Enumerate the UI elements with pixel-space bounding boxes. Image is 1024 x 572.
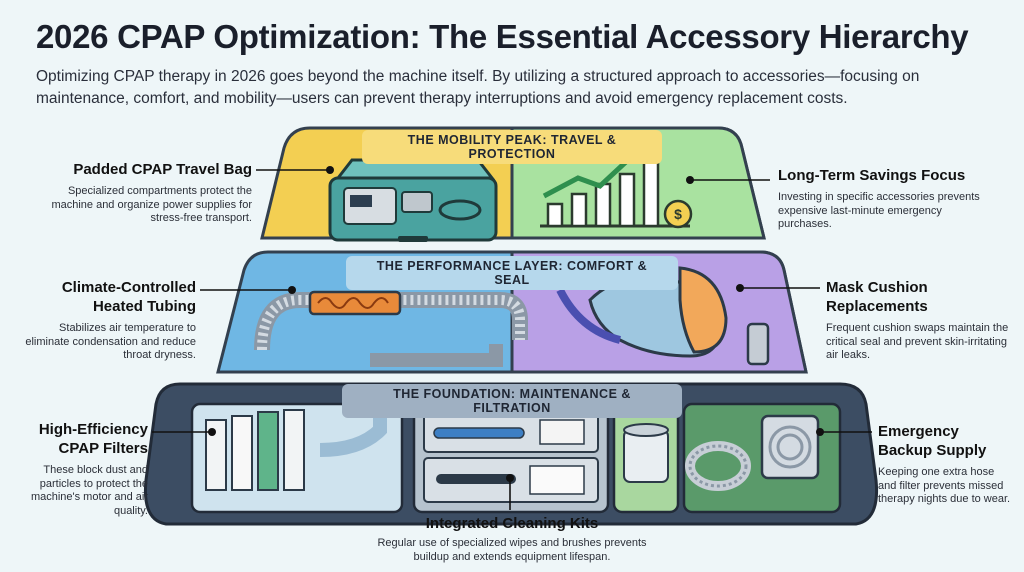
callout-travel-bag-text: Specialized compartments protect the mac… [51, 185, 252, 224]
mobility-peak-tier: $ [260, 126, 766, 242]
callout-travel-bag-title: Padded CPAP Travel Bag [73, 161, 252, 178]
callout-cushion-text: Frequent cushion swaps maintain the crit… [826, 322, 1009, 361]
filter-canister-icon [623, 423, 669, 483]
backup-hose-icon [685, 414, 820, 491]
intro-paragraph: Optimizing CPAP therapy in 2026 goes bey… [36, 68, 920, 107]
leader-lines [152, 169, 872, 510]
leader-dots [208, 166, 824, 482]
mobility-peak-label: THE MOBILITY PEAK: TRAVEL & PROTECTION [362, 130, 662, 164]
foundation-label: THE FOUNDATION: MAINTENANCE & FILTRATION [342, 384, 682, 418]
callout-backup-title: Emergency Backup Supply [878, 423, 987, 459]
callout-savings: Long-Term Savings Focus Investing in spe… [778, 166, 990, 232]
callout-tubing-title: Climate-Controlled Heated Tubing [61, 279, 196, 315]
callout-tubing: Climate-Controlled Heated Tubing Stabili… [20, 278, 196, 363]
performance-layer-label: THE PERFORMANCE LAYER: COMFORT & SEAL [346, 256, 678, 290]
callout-cleaning-text: Regular use of specialized wipes and bru… [377, 537, 647, 563]
cleaning-kit-icon [423, 411, 599, 503]
callout-cushion-title: Mask Cushion Replacements [826, 279, 928, 315]
foundation-tier [143, 382, 879, 526]
callout-cleaning-title: Integrated Cleaning Kits [425, 515, 599, 532]
callout-backup: Emergency Backup Supply Keeping one extr… [878, 422, 1012, 507]
callout-filters-title: High-Efficiency CPAP Filters [38, 421, 148, 457]
callout-savings-title: Long-Term Savings Focus [778, 167, 966, 184]
callout-backup-text: Keeping one extra hose and filter preven… [878, 466, 1011, 505]
svg-text:$: $ [674, 206, 682, 222]
callout-cleaning: Integrated Cleaning Kits Regular use of … [372, 514, 652, 564]
callout-travel-bag: Padded CPAP Travel Bag Specialized compa… [40, 160, 252, 226]
filters-icon [205, 409, 387, 491]
travel-bag-icon [328, 158, 498, 242]
callout-filters: High-Efficiency CPAP Filters These block… [14, 420, 148, 518]
heated-tubing-icon [254, 290, 528, 367]
callout-savings-text: Investing in specific accessories preven… [778, 191, 980, 230]
callout-filters-text: These block dust and particles to protec… [30, 464, 148, 517]
page-title: 2026 CPAP Optimization: The Essential Ac… [36, 18, 969, 55]
callout-cushion: Mask Cushion Replacements Frequent cushi… [826, 278, 1012, 363]
callout-tubing-text: Stabilizes air temperature to eliminate … [25, 322, 196, 361]
